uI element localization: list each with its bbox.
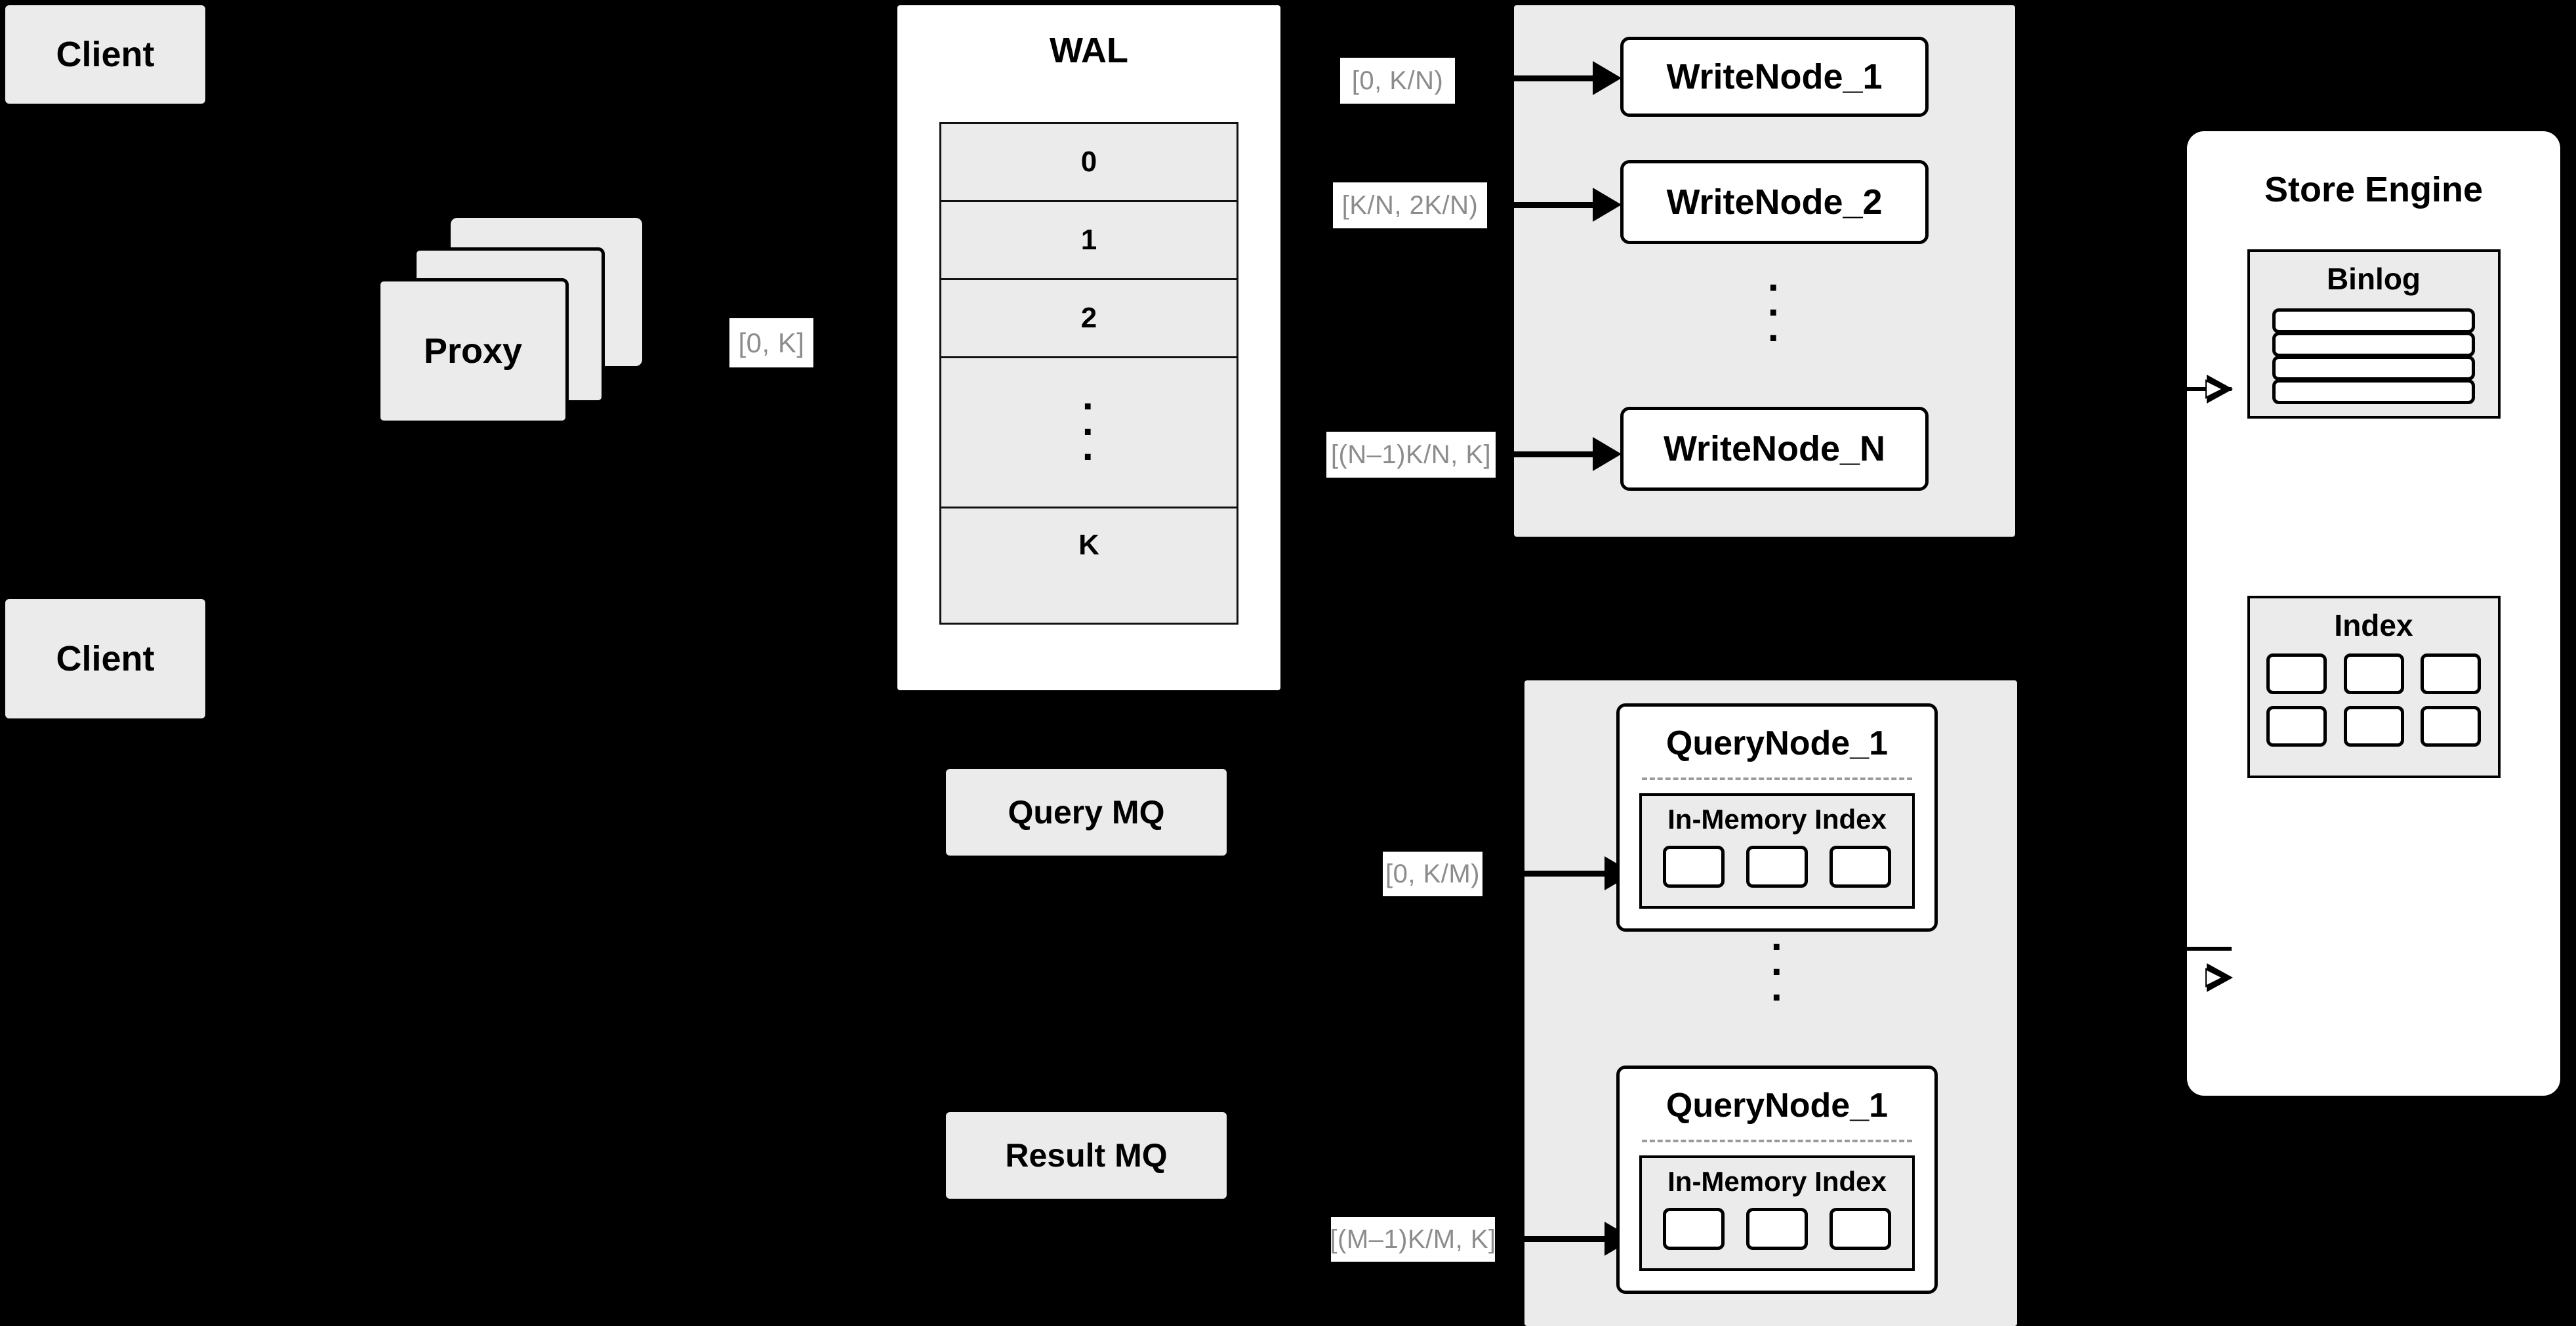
write-node-1-arrow-line xyxy=(1514,75,1594,81)
write-node-1-label: WriteNode_1 xyxy=(1666,57,1883,96)
proxy-range-label: [0, K] xyxy=(729,318,813,367)
ellipsis-dot: · xyxy=(1767,315,1782,361)
write-node-1-range-label: [0, K/N) xyxy=(1340,58,1455,104)
wal-title: WAL xyxy=(1050,31,1128,70)
query-node-2-range-label: [(M–1)K/M, K] xyxy=(1330,1217,1496,1262)
write-node-n-arrow-line xyxy=(1514,451,1594,457)
index-title: Index xyxy=(2334,608,2413,642)
index-entry[interactable] xyxy=(2266,706,2327,747)
query-node-1-index-title: In-Memory Index xyxy=(1667,804,1887,835)
query-node-2-in-memory-index: In-Memory Index xyxy=(1639,1155,1915,1271)
query-node-2[interactable]: QueryNode_1 In-Memory Index xyxy=(1616,1066,1938,1294)
write-node-2[interactable]: WriteNode_2 xyxy=(1620,160,1929,244)
wal-row-label: 2 xyxy=(1080,302,1097,334)
wal-row-list: 0 1 2 · · · K xyxy=(939,122,1238,625)
index-panel: Index xyxy=(2247,596,2501,778)
wal-row-label: 0 xyxy=(1080,146,1097,178)
range-text: [(N–1)K/N, K] xyxy=(1330,440,1492,469)
index-segment[interactable] xyxy=(1829,846,1891,888)
query-node-1-separator xyxy=(1641,777,1913,780)
write-node-n-arrow-head xyxy=(1593,437,1622,471)
query-mq-box[interactable]: Query MQ xyxy=(946,769,1227,856)
client-box-2[interactable]: Client xyxy=(5,599,205,718)
query-node-1-label: QueryNode_1 xyxy=(1666,724,1889,762)
ellipsis-dot: · xyxy=(1770,924,1785,970)
write-node-1-arrow-head xyxy=(1593,61,1622,95)
binlog-panel: Binlog xyxy=(2247,249,2501,419)
wal-row[interactable]: K xyxy=(941,508,1237,582)
ellipsis-dot: · xyxy=(1767,290,1782,336)
binlog-arrow-head xyxy=(2205,375,2233,404)
binlog-entry[interactable] xyxy=(2272,308,2476,333)
index-entry[interactable] xyxy=(2343,653,2404,694)
write-node-2-range-label: [K/N, 2K/N) xyxy=(1333,182,1487,228)
wal-row[interactable]: 1 xyxy=(941,202,1237,280)
store-engine: Store Engine Binlog Index xyxy=(2187,131,2560,1096)
binlog-title: Binlog xyxy=(2326,262,2421,296)
query-mq-label: Query MQ xyxy=(1008,794,1165,831)
store-engine-title: Store Engine xyxy=(2264,170,2484,209)
query-node-2-arrow-line xyxy=(1524,1236,1606,1242)
binlog-entry[interactable] xyxy=(2272,356,2476,381)
write-node-ellipsis: · · · xyxy=(1732,265,1817,361)
result-mq-box[interactable]: Result MQ xyxy=(946,1112,1227,1199)
range-text: [0, K/N) xyxy=(1351,66,1444,95)
write-node-2-arrow-head xyxy=(1593,188,1622,222)
result-mq-label: Result MQ xyxy=(1005,1137,1168,1174)
wal-row-label: 1 xyxy=(1080,224,1097,256)
index-segment[interactable] xyxy=(1829,1208,1891,1250)
ellipsis-dot: · xyxy=(1082,409,1096,455)
query-node-ellipsis: · · · xyxy=(1735,924,1820,1020)
range-text: [K/N, 2K/N) xyxy=(1341,190,1479,220)
ellipsis-dot: · xyxy=(1770,974,1785,1020)
query-node-1-range-label: [0, K/M) xyxy=(1383,852,1482,896)
write-node-n[interactable]: WriteNode_N xyxy=(1620,407,1929,491)
index-entry[interactable] xyxy=(2266,653,2327,694)
wal-container: WAL 0 1 2 · · · K xyxy=(897,5,1280,690)
index-segment[interactable] xyxy=(1746,1208,1808,1250)
write-node-1[interactable]: WriteNode_1 xyxy=(1620,37,1929,117)
index-entry[interactable] xyxy=(2421,706,2481,747)
ellipsis-dot: · xyxy=(1770,949,1785,995)
index-segment[interactable] xyxy=(1663,846,1725,888)
proxy-card-front[interactable]: Proxy xyxy=(377,278,569,424)
query-node-2-index-title: In-Memory Index xyxy=(1667,1166,1887,1197)
range-text: [(M–1)K/M, K] xyxy=(1330,1224,1496,1254)
ellipsis-dot: · xyxy=(1082,434,1096,480)
wal-row-label: K xyxy=(1078,529,1099,561)
index-entry[interactable] xyxy=(2421,653,2481,694)
write-node-n-range-label: [(N–1)K/N, K] xyxy=(1326,432,1496,478)
wal-row-ellipsis: · · · xyxy=(941,358,1237,508)
query-node-1-arrow-line xyxy=(1524,871,1606,877)
query-node-2-separator xyxy=(1641,1140,1913,1142)
write-node-2-label: WriteNode_2 xyxy=(1666,182,1883,222)
index-arrow-line xyxy=(2186,947,2232,951)
index-segment[interactable] xyxy=(1663,1208,1725,1250)
ellipsis-dot: · xyxy=(1082,384,1096,430)
write-node-n-label: WriteNode_N xyxy=(1663,429,1886,468)
binlog-entry[interactable] xyxy=(2272,379,2476,404)
query-node-1[interactable]: QueryNode_1 In-Memory Index xyxy=(1616,703,1938,932)
binlog-entry[interactable] xyxy=(2272,332,2476,357)
proxy-label: Proxy xyxy=(423,331,523,371)
proxy-range-text: [0, K] xyxy=(738,327,805,358)
ellipsis-dot: · xyxy=(1767,265,1782,310)
proxy-stack[interactable]: Proxy xyxy=(377,218,643,428)
query-node-1-in-memory-index: In-Memory Index xyxy=(1639,793,1915,909)
write-node-2-arrow-line xyxy=(1514,202,1594,208)
client-label-1: Client xyxy=(56,35,155,74)
wal-row[interactable]: 0 xyxy=(941,124,1237,202)
range-text: [0, K/M) xyxy=(1385,859,1481,888)
client-label-2: Client xyxy=(56,639,155,678)
index-segment[interactable] xyxy=(1746,846,1808,888)
index-entry[interactable] xyxy=(2343,706,2404,747)
index-arrow-head xyxy=(2205,963,2233,992)
query-node-2-label: QueryNode_1 xyxy=(1666,1087,1889,1125)
wal-row[interactable]: 2 xyxy=(941,280,1237,358)
client-box-1[interactable]: Client xyxy=(5,5,205,104)
